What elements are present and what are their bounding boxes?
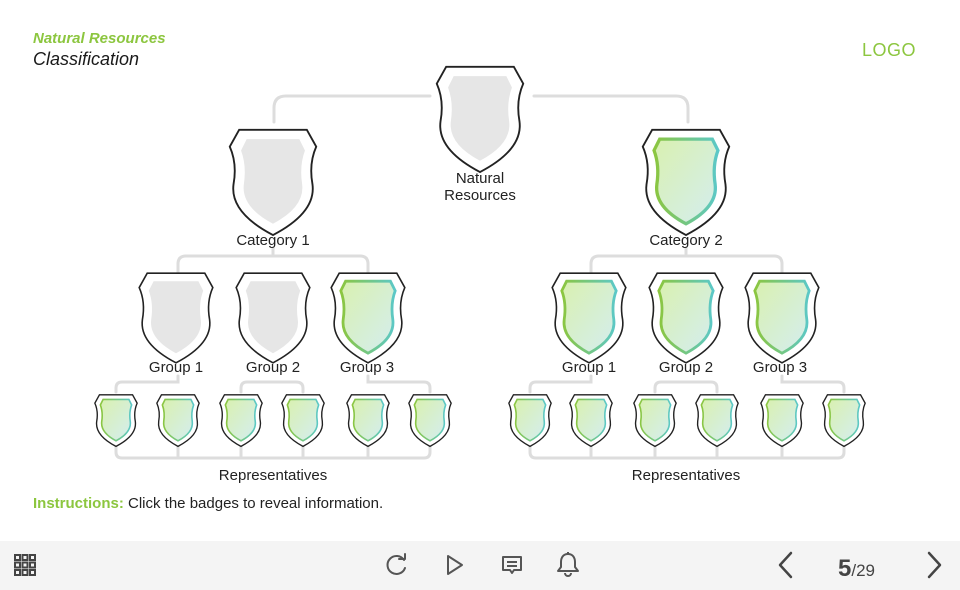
shield-icon <box>435 65 525 174</box>
chevron-left-icon <box>778 551 793 579</box>
badge-cat2-representative-2[interactable] <box>568 393 614 448</box>
logo: LOGO <box>862 40 917 60</box>
connector-reps1-bottom <box>114 444 432 460</box>
category-1-label: Category 1 <box>236 232 310 249</box>
shield-icon <box>228 128 318 237</box>
shield-icon <box>648 272 724 364</box>
instructions-text: Click the badges to reveal information. <box>123 495 384 512</box>
shield-icon <box>138 272 214 364</box>
connector-c2g2 <box>653 380 719 394</box>
notes-button[interactable] <box>498 551 526 579</box>
root-label-line1: Natural <box>455 170 505 187</box>
course-title: Natural Resources <box>33 30 166 47</box>
shield-icon <box>551 272 627 364</box>
cat2-representatives-label: Representatives <box>631 467 741 484</box>
cat1-group-1-label: Group 1 <box>148 359 204 376</box>
badge-cat1-representative-4[interactable] <box>280 393 326 448</box>
badge-cat2-representative-6[interactable] <box>821 393 867 448</box>
badge-cat1-group-3[interactable] <box>328 270 408 366</box>
badge-cat2-group-2[interactable] <box>646 270 726 366</box>
title-block: Natural Resources Classification <box>33 30 166 70</box>
shield-icon <box>641 128 731 237</box>
slide-title: Classification <box>33 49 140 69</box>
cat1-group-3-label: Group 3 <box>339 359 395 376</box>
shield-icon <box>408 394 452 448</box>
badge-root[interactable] <box>433 63 527 176</box>
badge-cat1-representative-3[interactable] <box>218 393 264 448</box>
badge-cat1-group-1[interactable] <box>136 270 216 366</box>
badge-cat1-group-2[interactable] <box>233 270 313 366</box>
cat2-group-2-label: Group 2 <box>658 359 714 376</box>
replay-button[interactable] <box>383 551 411 579</box>
shield-icon <box>219 394 263 448</box>
connector-c1g3 <box>366 374 432 394</box>
bell-icon <box>557 552 579 577</box>
page-total: /29 <box>851 561 875 580</box>
shield-icon <box>822 394 866 448</box>
badge-cat2-representative-1[interactable] <box>507 393 553 448</box>
badge-category-2[interactable] <box>639 126 733 239</box>
category-2-label: Category 2 <box>649 232 723 249</box>
badge-cat1-representative-1[interactable] <box>93 393 139 448</box>
player-footer <box>0 541 960 590</box>
next-slide-button[interactable] <box>920 549 948 581</box>
badge-cat2-representative-4[interactable] <box>694 393 740 448</box>
cat1-representatives-label: Representatives <box>218 467 328 484</box>
menu-button[interactable] <box>10 548 40 582</box>
connector-c2g1 <box>528 374 593 394</box>
shield-icon <box>569 394 613 448</box>
connector-cat1 <box>176 246 370 274</box>
prev-slide-button[interactable] <box>772 549 800 581</box>
badge-cat2-group-3[interactable] <box>742 270 822 366</box>
shield-icon <box>695 394 739 448</box>
shield-icon <box>94 394 138 448</box>
shield-icon <box>744 272 820 364</box>
instructions-label: Instructions: <box>33 495 124 512</box>
page-current: 5 <box>838 555 852 582</box>
badge-category-1[interactable] <box>226 126 320 239</box>
badge-cat1-representative-2[interactable] <box>155 393 201 448</box>
play-icon <box>447 555 463 575</box>
cat2-group-3-label: Group 3 <box>752 359 808 376</box>
connector-reps2-bottom <box>528 444 846 460</box>
connector-cat2 <box>589 246 784 274</box>
shield-icon <box>346 394 390 448</box>
notes-icon <box>502 556 522 574</box>
instructions: Instructions: Click the badges to reveal… <box>33 495 383 512</box>
play-button[interactable] <box>440 551 468 579</box>
shield-icon <box>156 394 200 448</box>
connector-c1g1 <box>114 374 180 394</box>
badge-cat1-representative-5[interactable] <box>345 393 391 448</box>
cat1-group-2-label: Group 2 <box>245 359 301 376</box>
grid-menu-icon <box>14 554 36 576</box>
shield-icon <box>235 272 311 364</box>
shield-icon <box>330 272 406 364</box>
badge-cat2-group-1[interactable] <box>549 270 629 366</box>
connector-c2g3 <box>780 374 846 394</box>
root-label: Natural Resources <box>444 170 516 204</box>
shield-icon <box>508 394 552 448</box>
connector-root-left <box>272 94 432 124</box>
badge-cat2-representative-3[interactable] <box>632 393 678 448</box>
connector-lines <box>114 94 846 460</box>
root-label-line2: Resources <box>444 187 516 204</box>
connector-root-right <box>532 94 690 124</box>
chevron-right-icon <box>927 551 942 579</box>
page-counter: 5/29 <box>838 555 875 583</box>
badge-cat2-representative-5[interactable] <box>759 393 805 448</box>
cat2-group-1-label: Group 1 <box>561 359 617 376</box>
shield-icon <box>633 394 677 448</box>
connector-c1g2 <box>239 380 305 394</box>
badge-cat1-representative-6[interactable] <box>407 393 453 448</box>
bell-button[interactable] <box>554 549 582 579</box>
replay-icon <box>386 553 406 575</box>
shield-icon <box>281 394 325 448</box>
shield-icon <box>760 394 804 448</box>
